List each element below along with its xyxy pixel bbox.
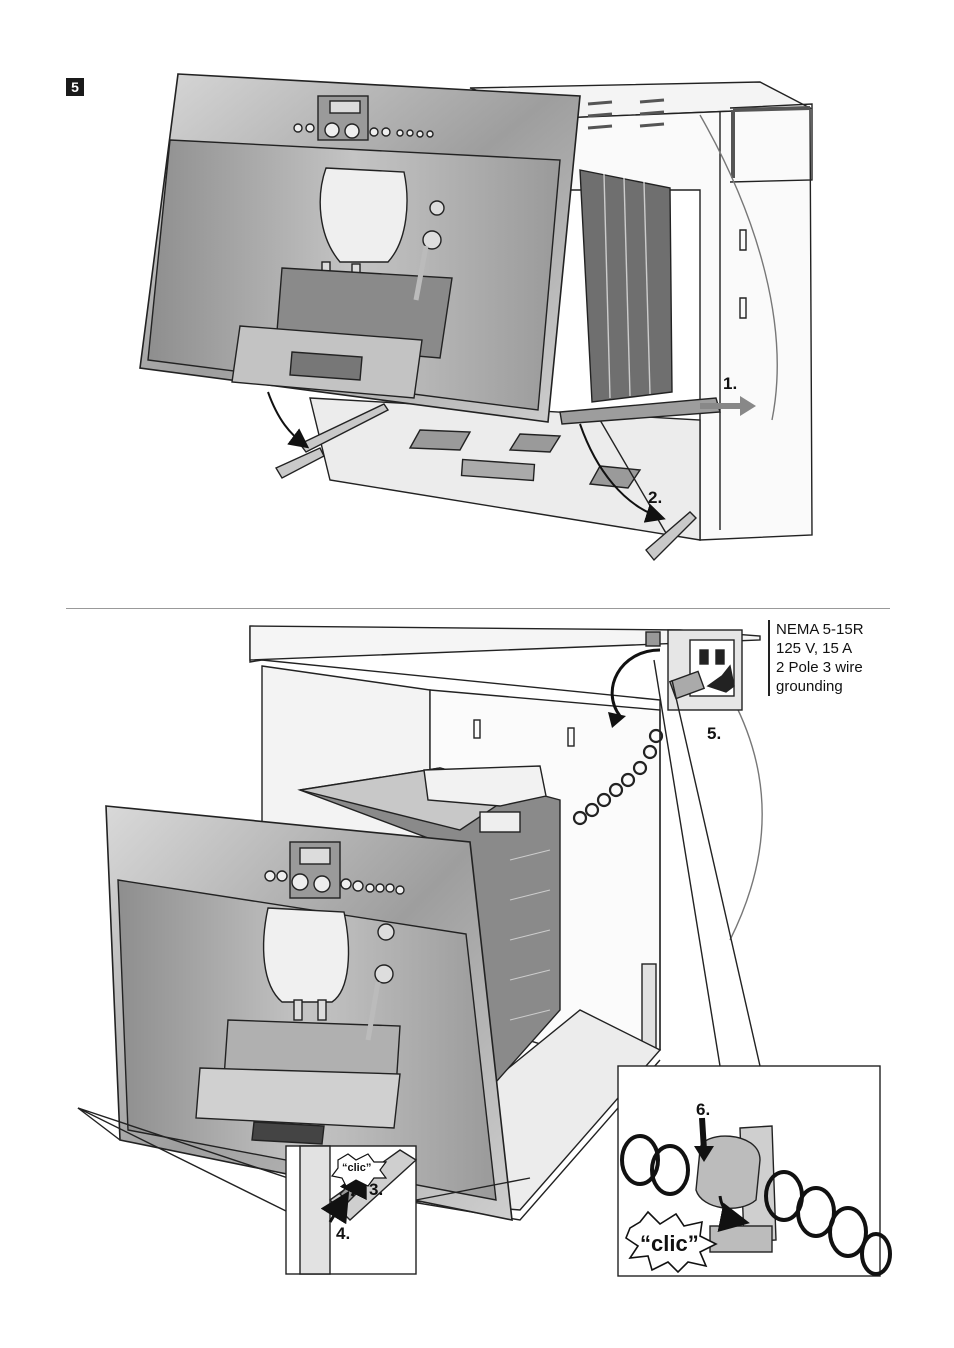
outlet-spec-line3: 2 Pole 3 wire: [776, 658, 864, 677]
machine-body-top: [560, 170, 720, 424]
clic-label-small: “clic”: [342, 1162, 371, 1174]
step-label-4: 4.: [336, 1224, 350, 1244]
outlet-spec-label: NEMA 5-15R 125 V, 15 A 2 Pole 3 wire gro…: [768, 620, 864, 696]
clic-label-large: “clic”: [640, 1231, 699, 1257]
step-label-6: 6.: [696, 1100, 710, 1120]
section-divider: [66, 608, 890, 609]
step-label-5: 5.: [707, 724, 721, 744]
front-panel-top: [140, 74, 580, 422]
step-label-2: 2.: [648, 488, 662, 508]
outlet-spec-line4: grounding: [776, 677, 864, 696]
step-label-1: 1.: [723, 374, 737, 394]
top-scene: [140, 74, 812, 560]
bottom-scene: [78, 626, 890, 1276]
outlet-spec-line1: NEMA 5-15R: [776, 620, 864, 639]
step-label-3: 3.: [369, 1180, 383, 1200]
outlet-spec-line2: 125 V, 15 A: [776, 639, 864, 658]
